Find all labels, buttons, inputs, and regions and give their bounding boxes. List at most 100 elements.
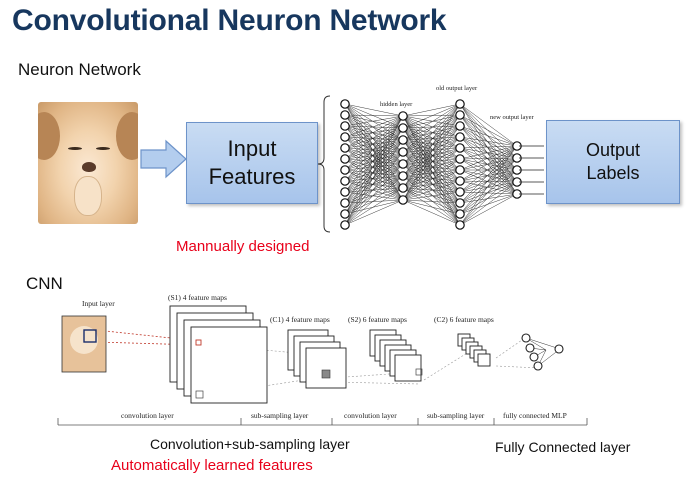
nn-connection (402, 147, 461, 201)
nn-connection (459, 125, 518, 183)
nn-connection (344, 163, 404, 171)
nn-connection (344, 127, 404, 138)
puppy-image (38, 102, 138, 224)
nn-node-layer-2 (455, 198, 465, 208)
nn-connection (459, 145, 518, 171)
cnn-label-s2: (S2) 6 feature maps (348, 315, 407, 324)
nn-node-layer-0 (340, 132, 350, 142)
nn-connection (402, 115, 461, 171)
cnn-c1-kernel (321, 369, 331, 379)
nn-connection (344, 127, 404, 226)
nn-connection (402, 125, 461, 201)
nn-connection (344, 115, 404, 215)
nn-connection (459, 193, 518, 204)
nn-connection (402, 127, 461, 204)
nn-node-layer-2 (455, 176, 465, 186)
nn-node-layer-0 (340, 176, 350, 186)
nn-connection (459, 169, 518, 215)
nn-connection (402, 151, 461, 160)
nn-connection (402, 180, 461, 189)
nn-connection (344, 115, 404, 171)
nn-connection (459, 158, 518, 195)
nn-label-old-output: old output layer (436, 85, 478, 92)
puppy-eye-right (96, 147, 110, 150)
nn-connection (402, 125, 461, 189)
nn-connection (402, 158, 461, 189)
nn-connection (344, 147, 404, 201)
nn-node-layer-2 (455, 154, 465, 164)
nn-connection (402, 158, 461, 165)
nn-connection (344, 114, 404, 201)
nn-connection (402, 125, 461, 141)
axis-label-convolution-2: convolution layer (344, 411, 397, 420)
nn-connection (344, 163, 404, 215)
nn-connection (344, 136, 404, 177)
nn-connection (344, 180, 404, 189)
output-labels-label: Output Labels (585, 140, 641, 183)
nn-connection (459, 157, 518, 171)
nn-label-new-output: new output layer (490, 114, 535, 121)
nn-connection (344, 114, 404, 141)
nn-connection (344, 187, 404, 226)
cnn-input-kernel (83, 329, 97, 343)
nn-node-layer-2 (455, 143, 465, 153)
nn-connection (459, 169, 518, 204)
nn-node-layer-1 (398, 123, 408, 133)
nn-connection (344, 125, 404, 129)
nn-connection (344, 147, 404, 189)
nn-node-layer-0 (340, 99, 350, 109)
nn-connection (344, 114, 404, 129)
section-label-neuron-network: Neuron Network (18, 60, 141, 79)
nn-connection (344, 115, 404, 182)
nn-connection (344, 175, 404, 193)
nn-connection (402, 127, 461, 171)
cnn-s1-window (195, 390, 204, 399)
nn-connection (459, 169, 518, 193)
nn-connection (459, 145, 518, 160)
nn-connection (459, 125, 518, 171)
nn-connection (402, 191, 461, 201)
nn-connection (402, 125, 461, 165)
nn-connection (344, 114, 404, 189)
nn-connection (344, 125, 404, 153)
nn-connection (402, 136, 461, 177)
nn-connection (344, 139, 404, 182)
nn-connection (344, 147, 404, 153)
nn-connection (459, 169, 518, 183)
nn-connection (459, 136, 518, 171)
nn-connection (344, 199, 404, 204)
cnn-s1-kernel (195, 339, 202, 346)
fc-caption: Fully Connected layer (495, 439, 631, 455)
cnn-label-s1: (S1) 4 feature maps (168, 293, 227, 302)
nn-connection (402, 139, 461, 160)
cnn-label-c2: (C2) 6 feature maps (434, 315, 494, 324)
puppy-paw (74, 176, 102, 216)
nn-connection (344, 125, 404, 141)
nn-connection (344, 147, 404, 177)
puppy-ear-right (116, 112, 138, 160)
nn-connection (402, 158, 461, 201)
cnn-axis (57, 418, 588, 426)
nn-connection (459, 193, 518, 215)
nn-connection (344, 127, 404, 215)
nn-connection (459, 136, 518, 147)
nn-connection (402, 127, 461, 182)
nn-connection (344, 163, 404, 193)
nn-connection (402, 139, 461, 149)
nn-node-layer-0 (340, 198, 350, 208)
nn-connection (344, 158, 404, 177)
nn-connection (344, 169, 404, 201)
nn-connection (402, 103, 461, 153)
nn-connection (344, 114, 404, 117)
cnn-label-c1: (C1) 4 feature maps (270, 315, 330, 324)
nn-connection (459, 157, 518, 215)
nn-connection (402, 158, 461, 177)
nn-connection (402, 163, 461, 171)
nn-connection (402, 139, 461, 204)
nn-label-hidden: hidden layer (380, 101, 413, 108)
nn-connection (344, 158, 404, 189)
nn-connection (459, 180, 518, 183)
nn-connection (402, 151, 461, 182)
cnn-s1-maps (169, 305, 268, 404)
